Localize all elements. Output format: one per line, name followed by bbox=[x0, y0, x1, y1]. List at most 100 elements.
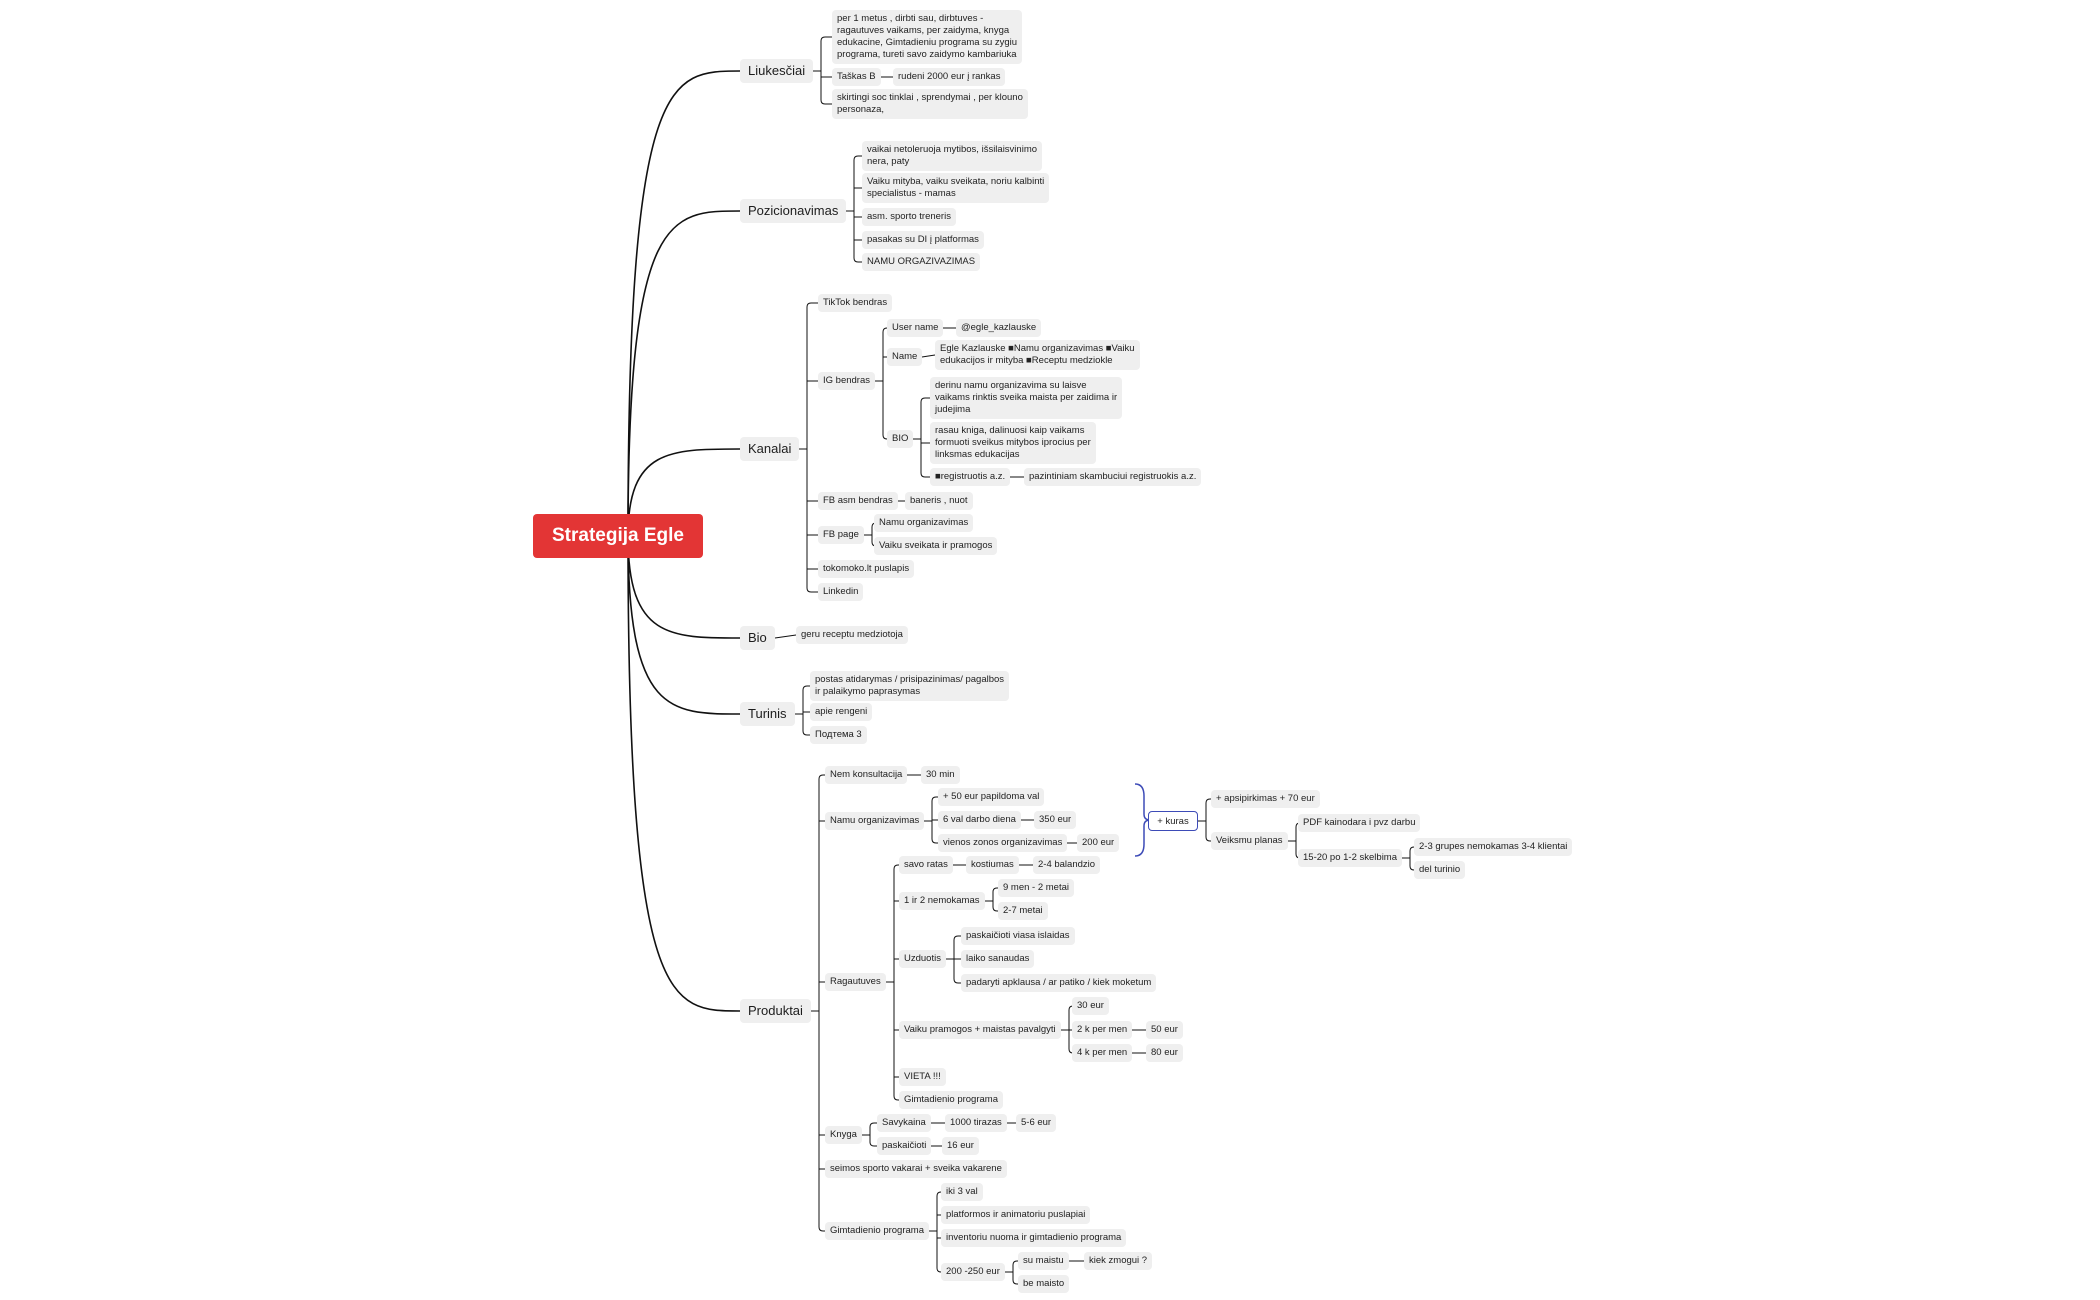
link-subtopic-bio-1 bbox=[774, 634, 797, 639]
subtopic-kuras-2b1[interactable]: 2-3 grupes nemokamas 3-4 klientai bbox=[1414, 838, 1573, 856]
subtopic-poz-1[interactable]: vaikai netoleruoja mytibos, išsilaisvini… bbox=[862, 141, 1043, 171]
subtopic-fb-page-1[interactable]: Namu organizavimas bbox=[874, 514, 974, 532]
subtopic-vp-3a[interactable]: 80 eur bbox=[1146, 1044, 1183, 1062]
subtopic-kuras-2a[interactable]: PDF kainodara i pvz darbu bbox=[1298, 814, 1421, 832]
subtopic-rag-12[interactable]: 1 ir 2 nemokamas bbox=[899, 892, 985, 910]
subtopic-ig-bio[interactable]: BIO bbox=[887, 430, 914, 448]
subtopic-kn-sav[interactable]: Savykaina bbox=[877, 1114, 931, 1132]
subtopic-kuras-2b[interactable]: 15-20 po 1-2 skelbima bbox=[1298, 849, 1402, 867]
subtopic-tur-1[interactable]: postas atidarymas / prisipazinimas/ paga… bbox=[810, 671, 1010, 701]
subtopic-rag-vieta[interactable]: VIETA !!! bbox=[899, 1068, 946, 1086]
subtopic-bio-1[interactable]: geru receptu medziotoja bbox=[796, 626, 908, 644]
subtopic-fb-page[interactable]: FB page bbox=[818, 526, 864, 544]
topic-kanalai[interactable]: Kanalai bbox=[740, 437, 800, 462]
subtopic-vp-2a[interactable]: 50 eur bbox=[1146, 1021, 1183, 1039]
subtopic-rag-vp[interactable]: Vaiku pramogos + maistas pavalgyti bbox=[899, 1021, 1061, 1039]
subtopic-liuk-2a[interactable]: rudeni 2000 eur į rankas bbox=[893, 68, 1006, 86]
subtopic-namu-3[interactable]: vienos zonos organizavimas bbox=[938, 834, 1068, 852]
subtopic-gimt-2[interactable]: platformos ir animatoriu puslapiai bbox=[941, 1206, 1091, 1224]
subtopic-vp-2[interactable]: 2 k per men bbox=[1072, 1021, 1133, 1039]
link-subtopic-ig-name-value bbox=[921, 354, 936, 358]
subtopic-rag-uzd[interactable]: Uzduotis bbox=[899, 950, 946, 968]
subtopic-liuk-1[interactable]: per 1 metus , dirbti sau, dirbtuves - ra… bbox=[832, 10, 1023, 64]
subtopic-kn-sav-b[interactable]: 5-6 eur bbox=[1016, 1114, 1057, 1132]
subtopic-gimt-4[interactable]: 200 -250 eur bbox=[941, 1263, 1005, 1281]
topic-liukesciai[interactable]: Liukesčiai bbox=[740, 59, 814, 84]
link-subtopic-liuk-1 bbox=[820, 36, 832, 42]
subtopic-rag-12-a[interactable]: 9 men - 2 metai bbox=[998, 879, 1074, 897]
subtopic-kuras-2b2[interactable]: del turinio bbox=[1414, 861, 1466, 879]
subtopic-poz-4[interactable]: pasakas su DI į platformas bbox=[862, 231, 984, 249]
subtopic-tur-3[interactable]: Подтема 3 bbox=[810, 726, 867, 744]
subtopic-ig[interactable]: IG bendras bbox=[818, 372, 875, 390]
subtopic-linkedin[interactable]: Linkedin bbox=[818, 583, 864, 601]
link-subtopic-poz-1 bbox=[853, 155, 862, 161]
subtopic-rag-savo-b[interactable]: 2-4 balandzio bbox=[1033, 856, 1101, 874]
subtopic-namu-3a[interactable]: 200 eur bbox=[1077, 834, 1120, 852]
subtopic-kn-pask[interactable]: paskaičioti bbox=[877, 1137, 932, 1155]
subtopic-ig-username-value[interactable]: @egle_kazlauske bbox=[956, 319, 1042, 337]
subtopic-poz-2[interactable]: Vaiku mityba, vaiku sveikata, noriu kalb… bbox=[862, 173, 1050, 203]
subtopic-nem-kons[interactable]: Nem konsultacija bbox=[825, 766, 908, 784]
subtopic-poz-5[interactable]: NAMU ORGAZIVAZIMAS bbox=[862, 253, 981, 271]
subtopic-fb-asm[interactable]: FB asm bendras bbox=[818, 492, 898, 510]
subtopic-kuras-1[interactable]: + apsipirkimas + 70 eur bbox=[1211, 790, 1320, 808]
subtopic-namu-2a[interactable]: 350 eur bbox=[1034, 811, 1077, 829]
subtopic-vp-3[interactable]: 4 k per men bbox=[1072, 1044, 1133, 1062]
subtopic-gimt-1[interactable]: iki 3 val bbox=[941, 1183, 983, 1201]
subtopic-tur-2[interactable]: apie rengeni bbox=[810, 703, 873, 721]
subtopic-ig-bio-3[interactable]: ■registruotis a.z. bbox=[930, 468, 1011, 486]
subtopic-namu-1[interactable]: + 50 eur papildoma val bbox=[938, 788, 1045, 806]
subtopic-uzd-1[interactable]: paskaičioti viasa islaidas bbox=[961, 927, 1075, 945]
link-subtopic-uzd-3 bbox=[953, 978, 961, 984]
branch-topic-turinis bbox=[627, 535, 741, 715]
subtopic-rag-12-b[interactable]: 2-7 metai bbox=[998, 902, 1048, 920]
subtopic-gimt-4a[interactable]: su maistu bbox=[1018, 1252, 1069, 1270]
subtopic-kn-sav-a[interactable]: 1000 tirazas bbox=[945, 1114, 1007, 1132]
subtopic-vp-1[interactable]: 30 eur bbox=[1072, 997, 1109, 1015]
link-subtopic-kn-sav bbox=[869, 1122, 877, 1128]
subtopic-rag-gimt[interactable]: Gimtadienio programa bbox=[899, 1091, 1003, 1109]
summary-kuras[interactable]: + kuras bbox=[1148, 811, 1198, 831]
subtopic-kn-pask-a[interactable]: 16 eur bbox=[942, 1137, 979, 1155]
link-subtopic-tur-1 bbox=[802, 685, 810, 691]
subtopic-pr-gimt[interactable]: Gimtadienio programa bbox=[825, 1222, 929, 1240]
topic-turinis[interactable]: Turinis bbox=[740, 702, 795, 727]
subtopic-namu-org[interactable]: Namu organizavimas bbox=[825, 812, 925, 830]
topic-produktai[interactable]: Produktai bbox=[740, 999, 811, 1024]
subtopic-gimt-4b[interactable]: be maisto bbox=[1018, 1275, 1070, 1293]
subtopic-ig-bio-2[interactable]: rasau kniga, dalinuosi kaip vaikams form… bbox=[930, 422, 1096, 464]
central-topic[interactable]: Strategija Egle bbox=[533, 514, 703, 558]
subtopic-namu-2[interactable]: 6 val darbo diena bbox=[938, 811, 1021, 829]
subtopic-kuras-2[interactable]: Veiksmu planas bbox=[1211, 832, 1288, 850]
subtopic-ig-name-value[interactable]: Egle Kazlauske ■Namu organizavimas ■Vaik… bbox=[935, 340, 1140, 370]
subtopic-uzd-3[interactable]: padaryti apklausa / ar patiko / kiek mok… bbox=[961, 974, 1157, 992]
subtopic-poz-3[interactable]: asm. sporto treneris bbox=[862, 208, 956, 226]
link-subtopic-ig-bio-3 bbox=[920, 472, 930, 478]
subtopic-gimt-3[interactable]: inventoriu nuoma ir gimtadienio programa bbox=[941, 1229, 1127, 1247]
subtopic-fb-asm-value[interactable]: baneris , nuot bbox=[905, 492, 973, 510]
subtopic-uzd-2[interactable]: laiko sanaudas bbox=[961, 950, 1035, 968]
subtopic-knyga[interactable]: Knyga bbox=[825, 1126, 862, 1144]
subtopic-seimos[interactable]: seimos sporto vakarai + sveika vakarene bbox=[825, 1160, 1007, 1178]
branch-topic-liukesciai bbox=[627, 70, 741, 537]
subtopic-tiktok[interactable]: TikTok bendras bbox=[818, 294, 893, 312]
topic-bio[interactable]: Bio bbox=[740, 626, 775, 651]
subtopic-ig-username[interactable]: User name bbox=[887, 319, 944, 337]
topic-pozicionavimas[interactable]: Pozicionavimas bbox=[740, 199, 847, 224]
subtopic-liuk-3[interactable]: skirtingi soc tinklai , sprendymai , per… bbox=[832, 89, 1028, 119]
subtopic-tokomoko[interactable]: tokomoko.lt puslapis bbox=[818, 560, 915, 578]
subtopic-ig-name[interactable]: Name bbox=[887, 348, 923, 366]
subtopic-ragautuves[interactable]: Ragautuves bbox=[825, 973, 886, 991]
subtopic-gimt-4a1[interactable]: kiek zmogui ? bbox=[1084, 1252, 1153, 1270]
subtopic-rag-savo-a[interactable]: kostiumas bbox=[966, 856, 1019, 874]
link-subtopic-tiktok bbox=[806, 302, 818, 308]
subtopic-nem-kons-value[interactable]: 30 min bbox=[921, 766, 960, 784]
subtopic-rag-savo[interactable]: savo ratas bbox=[899, 856, 953, 874]
subtopic-ig-bio-1[interactable]: derinu namu organizavima su laisve vaika… bbox=[930, 377, 1123, 419]
subtopic-ig-bio-3a[interactable]: pazintiniam skambuciui registruokis a.z. bbox=[1024, 468, 1202, 486]
subtopic-liuk-2[interactable]: Taškas B bbox=[832, 68, 881, 86]
subtopic-fb-page-2[interactable]: Vaiku sveikata ir pramogos bbox=[874, 537, 998, 555]
